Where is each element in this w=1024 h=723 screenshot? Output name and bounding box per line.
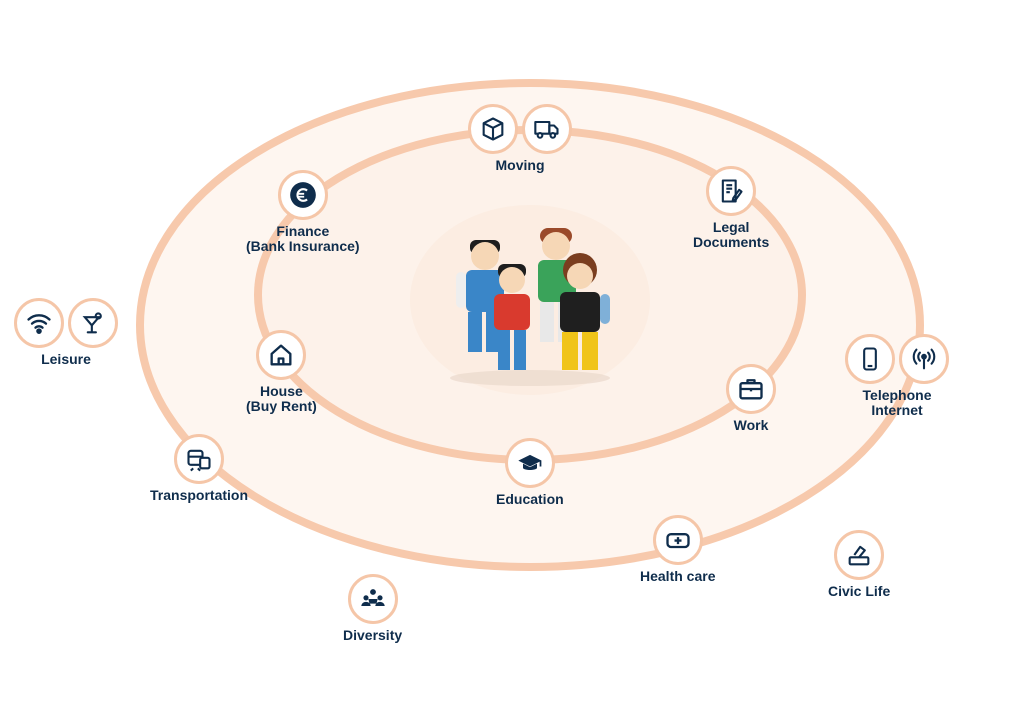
train-icon (174, 434, 224, 484)
node-label: Education (496, 491, 564, 507)
euro-icon (277, 170, 328, 220)
figure-3 (494, 264, 530, 370)
node-label: Work (733, 417, 769, 433)
node-label: Transportation (150, 487, 249, 503)
node-transportation[interactable]: Transportation (150, 434, 248, 503)
truck-icon (522, 104, 572, 154)
wifi-icon (14, 298, 64, 348)
node-health-care[interactable]: Health care (640, 515, 715, 584)
ballot-box-icon (834, 530, 885, 580)
antenna-icon (899, 334, 949, 384)
document-icon (706, 166, 757, 216)
node-label: Leisure (41, 351, 91, 367)
package-icon (468, 104, 518, 154)
node-house[interactable]: House(Buy Rent) (246, 330, 317, 414)
cocktail-icon (68, 298, 118, 348)
node-diversity[interactable]: Diversity (343, 574, 402, 643)
node-education[interactable]: Education (496, 438, 564, 507)
toy-figures (450, 228, 610, 386)
node-leisure[interactable]: Leisure (14, 298, 118, 367)
briefcase-icon (726, 364, 776, 414)
people-group-icon (347, 574, 398, 624)
node-work[interactable]: Work (726, 364, 776, 433)
node-label: House(Buy Rent) (246, 383, 317, 414)
phone-icon (845, 334, 895, 384)
medical-kit-icon (652, 515, 703, 565)
graduation-cap-icon (504, 438, 555, 488)
house-icon (256, 330, 307, 380)
node-label: Finance(Bank Insurance) (246, 223, 360, 254)
node-label: Diversity (343, 627, 403, 643)
node-label: Moving (495, 157, 545, 173)
node-label: Health care (640, 568, 716, 584)
node-civic-life[interactable]: Civic Life (828, 530, 890, 599)
node-finance[interactable]: Finance(Bank Insurance) (246, 170, 360, 254)
node-label: Civic Life (828, 583, 891, 599)
figure-4 (560, 253, 610, 370)
node-moving[interactable]: Moving (468, 104, 572, 173)
